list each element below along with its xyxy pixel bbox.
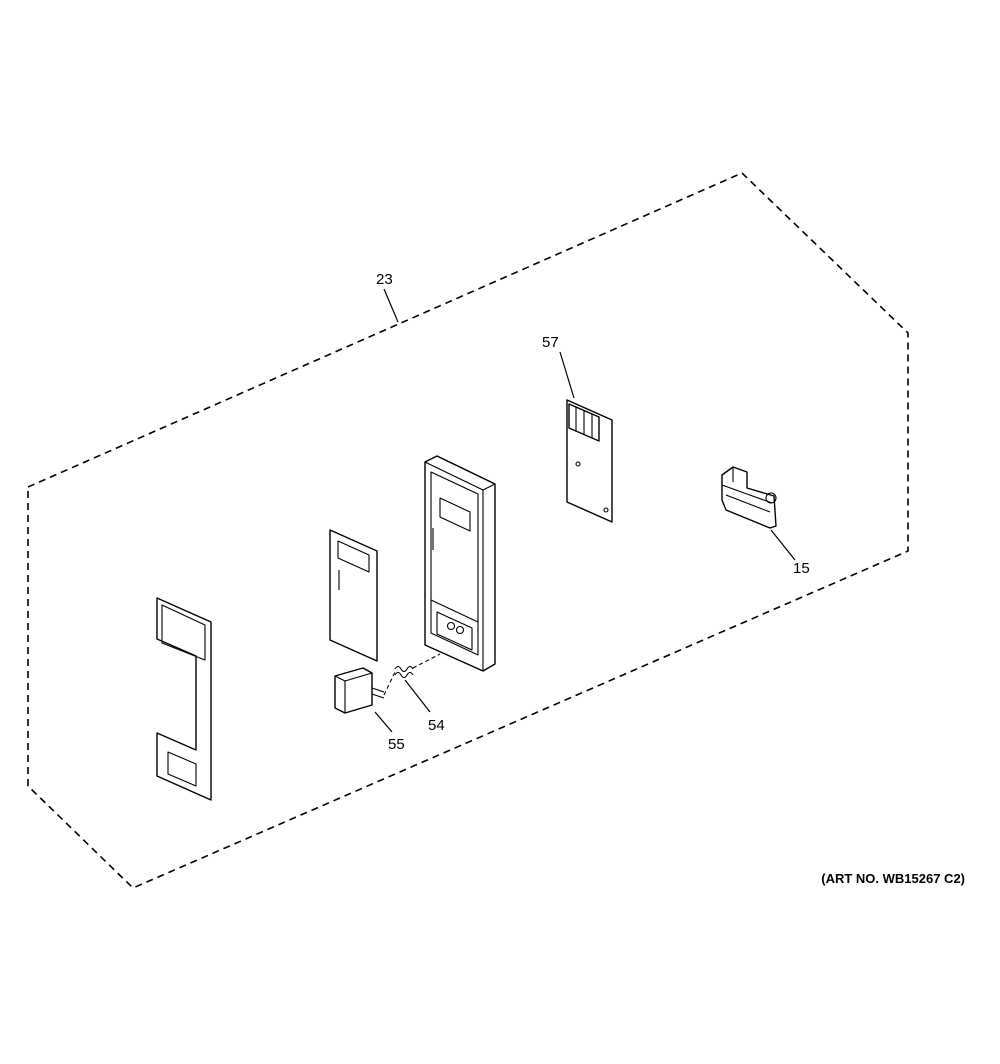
control-panel-overlay: [329, 529, 378, 662]
latch-switch: [721, 466, 777, 529]
callout-15: 15: [793, 560, 810, 577]
callout-55: 55: [388, 736, 405, 753]
spring: [383, 653, 441, 696]
callout-57: 57: [542, 334, 559, 351]
assembly-boundary: [27, 172, 909, 889]
circuit-board: [566, 399, 613, 523]
leader-55: [374, 711, 393, 733]
leader-57: [559, 351, 575, 399]
leader-15: [770, 529, 796, 561]
callout-23: 23: [376, 271, 393, 288]
door-release-button: [334, 667, 385, 714]
leader-54: [404, 679, 431, 713]
art-number: (ART NO. WB15267 C2): [821, 871, 965, 886]
callout-54: 54: [428, 717, 445, 734]
leader-23: [383, 288, 399, 323]
door-handle: [156, 597, 212, 801]
control-panel-frame: [424, 455, 496, 672]
